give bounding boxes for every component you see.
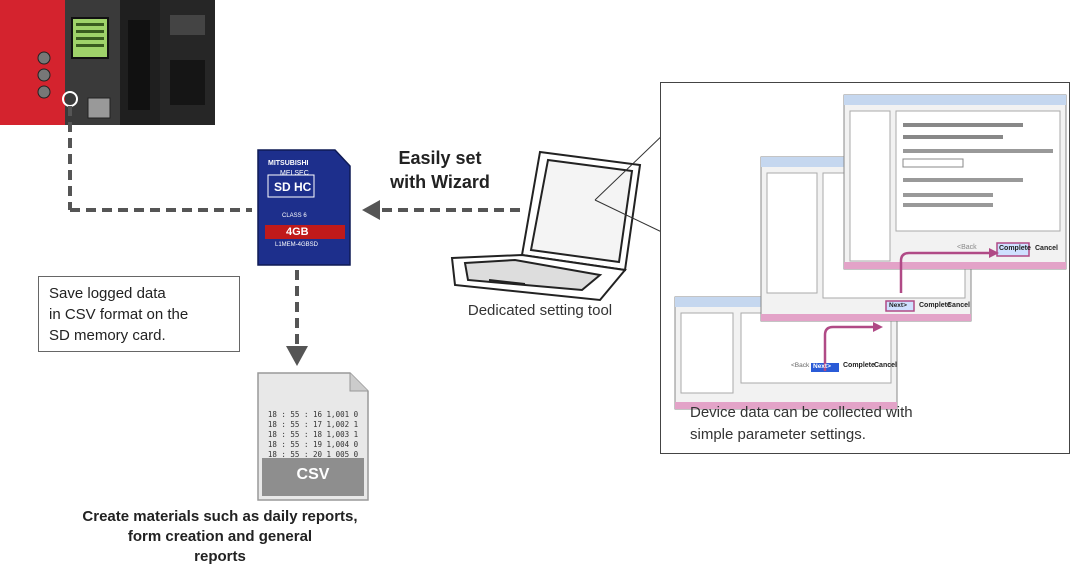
csv-document-icon <box>257 372 369 501</box>
back-button-step-3[interactable]: <Back <box>957 244 977 251</box>
diagram-canvas <box>0 0 669 501</box>
sd-series: MELSEC <box>280 170 309 177</box>
sd-card <box>257 149 351 266</box>
wizard-windows <box>674 94 1067 410</box>
device-caption-line-1: Device data can be collected with <box>690 404 913 421</box>
csv-line: 18 : 55 : 20 1 005 0 <box>267 450 359 459</box>
screenshot-panel: <Back Next> Complete Cancel Next> Comple… <box>660 82 1070 454</box>
csv-line: 18 : 55 : 16 1,001 0 <box>267 410 359 419</box>
step-arrow-head-2 <box>989 248 999 258</box>
csv-title: CSV <box>296 466 330 483</box>
bottom-label-line-1: Create materials such as daily reports, <box>82 508 358 525</box>
note-line-2: in CSV format on the <box>49 306 189 323</box>
complete-button-step-2[interactable]: Complete <box>919 302 951 309</box>
connector-plc-to-sd <box>68 106 252 212</box>
step-arrows <box>823 251 991 371</box>
window-step-3 <box>843 94 1067 270</box>
wizard-label-line-1: Easily set <box>398 148 482 168</box>
sd-capacity: 4GB <box>286 226 309 238</box>
sd-type: SD HC <box>274 180 312 194</box>
complete-button[interactable]: Complete <box>843 362 875 369</box>
tool-label: Dedicated setting tool <box>467 302 613 319</box>
cancel-button[interactable]: Cancel <box>874 362 897 369</box>
cancel-button-step-3[interactable]: Cancel <box>1035 245 1058 252</box>
note-line-1: Save logged data <box>49 285 166 302</box>
wizard-label-line-2: with Wizard <box>390 172 490 192</box>
cancel-button-step-2[interactable]: Cancel <box>947 302 970 309</box>
csv-lines: 18 : 55 : 16 1,001 0 18 : 55 : 17 1,002 … <box>258 410 368 460</box>
sd-lock: LOCK <box>252 172 259 190</box>
laptop-icon <box>450 150 642 302</box>
note-box: Save logged data in CSV format on the SD… <box>38 276 240 352</box>
next-button[interactable]: Next> <box>813 363 831 370</box>
wizard-label: Easily set with Wizard <box>360 146 520 194</box>
csv-line: 18 : 55 : 17 1,002 1 <box>267 420 359 429</box>
arrow-laptop-to-sd <box>362 200 520 220</box>
sd-model: L1MEM-4GBSD <box>275 242 319 248</box>
bottom-label: Create materials such as daily reports, … <box>82 507 357 567</box>
complete-button-step-3[interactable]: Complete <box>999 245 1031 252</box>
note-line-3: SD memory card. <box>49 327 166 344</box>
sd-brand: MITSUBISHI <box>268 160 309 167</box>
bottom-label-line-2: form creation and general reports <box>127 528 313 565</box>
back-button[interactable]: <Back <box>791 362 810 369</box>
device-caption-line-2: simple parameter settings. <box>690 426 866 443</box>
sd-class: CLASS 6 <box>282 213 307 219</box>
csv-line: 18 : 55 : 19 1,004 0 <box>267 440 359 449</box>
csv-line: 18 : 55 : 18 1,003 1 <box>267 430 359 439</box>
next-button-step-2[interactable]: Next> <box>889 302 907 309</box>
device-caption: Device data can be collected with simple… <box>690 402 1020 446</box>
callout-lines <box>594 129 669 236</box>
plc-unit <box>0 0 215 125</box>
arrow-sd-to-csv <box>286 270 308 366</box>
step-arrow-head-1 <box>873 322 883 332</box>
